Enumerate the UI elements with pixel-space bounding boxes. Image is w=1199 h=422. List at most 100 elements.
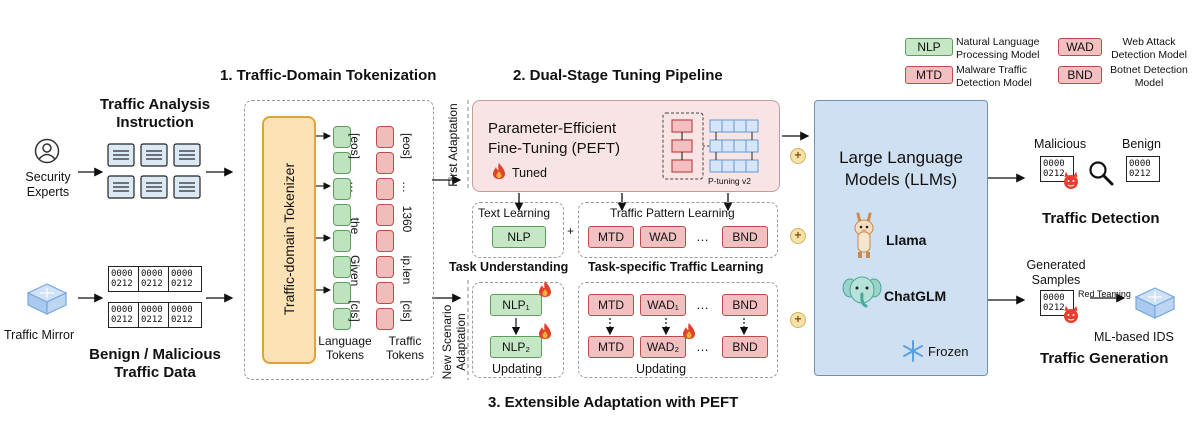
updating-right-label: Updating bbox=[636, 362, 687, 376]
lang-token-text-the: the bbox=[348, 217, 362, 235]
tuned-label: Tuned bbox=[512, 166, 547, 180]
traffic-mirror-label: Traffic Mirror bbox=[4, 328, 75, 342]
text-learning-label: Text Learning bbox=[478, 206, 551, 220]
lang-token bbox=[333, 152, 351, 174]
updating-left-label: Updating bbox=[492, 362, 543, 376]
traffic-pattern-frame bbox=[578, 202, 778, 258]
lang-token-text-given: Given bbox=[348, 255, 362, 287]
text-learning-frame bbox=[472, 202, 564, 258]
traffic-token bbox=[376, 230, 394, 252]
pattern-bnd-box: BND bbox=[722, 226, 768, 248]
traffic-token-text-ellipsis: … bbox=[400, 181, 414, 193]
chatglm-label: ChatGLM bbox=[884, 288, 947, 304]
traffic-token bbox=[376, 152, 394, 174]
lang-token-text-eos: [eos] bbox=[348, 132, 362, 159]
traffic-token bbox=[376, 308, 394, 330]
malicious-label: Malicious bbox=[1034, 137, 1087, 151]
new-scenario-label: New Scenario Adaptation bbox=[440, 304, 468, 380]
benign-label: Benign bbox=[1122, 137, 1161, 151]
task-specific-label: Task-specific Traffic Learning bbox=[588, 260, 764, 274]
ptuning-label: P-tuning v2 bbox=[708, 176, 751, 186]
llm-block bbox=[814, 100, 988, 376]
plus-icon: + bbox=[790, 228, 806, 244]
legend-bnd-desc: Botnet Detection Model bbox=[1110, 64, 1188, 89]
fire-icon bbox=[538, 280, 552, 298]
peft-title-line2: Fine-Tuning (PEFT) bbox=[488, 140, 620, 157]
adaptation-left-frame bbox=[472, 282, 564, 378]
chatglm-icon bbox=[842, 272, 882, 310]
first-adaptation-label: First Adaptation bbox=[446, 103, 460, 187]
lang-token bbox=[333, 204, 351, 226]
language-tokens-caption: Language Tokens bbox=[318, 334, 372, 362]
traffic-token-text-eos: [eos] bbox=[400, 132, 414, 159]
lang-token bbox=[333, 256, 351, 278]
pattern-wad-box: WAD bbox=[640, 226, 686, 248]
ptuning-diagram bbox=[662, 112, 772, 186]
adapt-top-bnd: BND bbox=[722, 294, 768, 316]
pattern-mtd-box: MTD bbox=[588, 226, 634, 248]
legend-mtd-desc: Malware Traffic Detection Model bbox=[956, 64, 1032, 89]
ids-icon bbox=[1134, 286, 1176, 320]
instruction-docs bbox=[106, 142, 202, 202]
tokenizer-label: Traffic-domain Tokenizer bbox=[281, 162, 297, 316]
lang-token bbox=[333, 230, 351, 252]
adapt-top-wad1: WAD₁ bbox=[640, 294, 686, 316]
traffic-pattern-label: Traffic Pattern Learning bbox=[610, 206, 735, 220]
devil-icon bbox=[1062, 171, 1080, 190]
plus-icon: + bbox=[790, 312, 806, 328]
plus-icon: + bbox=[790, 148, 806, 164]
traffic-mirror-icon bbox=[26, 282, 68, 316]
adaptation-arrows bbox=[511, 318, 749, 336]
security-expert-icon bbox=[34, 138, 60, 164]
instruction-title: Traffic Analysis Instruction bbox=[99, 96, 211, 131]
traffic-data-title: Benign / Malicious Traffic Data bbox=[89, 346, 221, 381]
legend-wad-box: WAD bbox=[1058, 38, 1102, 56]
fire-icon bbox=[538, 322, 552, 340]
traffic-token bbox=[376, 178, 394, 200]
lang-token bbox=[333, 308, 351, 330]
legend-bnd-box: BND bbox=[1058, 66, 1102, 84]
tokenizer-block bbox=[262, 116, 316, 364]
devil-icon bbox=[1062, 305, 1080, 324]
tuning-title: 2. Dual-Stage Tuning Pipeline bbox=[513, 67, 723, 84]
llm-title-line1: Large Language bbox=[839, 148, 963, 167]
llm-title-line2: Models (LLMs) bbox=[844, 170, 958, 189]
adapt-bottom-mtd: MTD bbox=[588, 336, 634, 358]
text-learning-nlp-box: NLP bbox=[492, 226, 546, 248]
traffic-token bbox=[376, 204, 394, 226]
flow-arrows bbox=[78, 131, 1126, 305]
adaptation-right-frame bbox=[578, 282, 778, 378]
security-experts-label: Security Experts bbox=[25, 170, 71, 199]
traffic-generation-title: Traffic Generation bbox=[1040, 350, 1169, 367]
lang-token bbox=[333, 178, 351, 200]
llama-label: Llama bbox=[886, 232, 927, 248]
lang-token-text-cls: [cls] bbox=[348, 300, 362, 322]
adapt-bottom-wad2: WAD₂ bbox=[640, 336, 686, 358]
legend-mtd-box: MTD bbox=[905, 66, 953, 84]
tokenization-title: 1. Traffic-Domain Tokenization bbox=[220, 67, 437, 84]
legend-wad-desc: Web Attack Detection Model bbox=[1111, 36, 1187, 61]
traffic-token-text-1360: 1360 bbox=[400, 205, 414, 233]
token-connectors bbox=[315, 132, 332, 294]
pattern-ellipsis: … bbox=[696, 229, 709, 244]
task-understanding-label: Task Understanding bbox=[449, 260, 569, 274]
traffic-token bbox=[376, 256, 394, 278]
adapt-top-mtd: MTD bbox=[588, 294, 634, 316]
adapt-bottom-bnd: BND bbox=[722, 336, 768, 358]
tokenization-frame bbox=[244, 100, 434, 380]
lang-token-text-ellipsis: … bbox=[348, 181, 362, 193]
magnifier-icon bbox=[1088, 160, 1114, 186]
adapt-top-ellipsis: … bbox=[696, 297, 709, 312]
adaptation-title: 3. Extensible Adaptation with PEFT bbox=[488, 394, 739, 411]
adapt-nlp1-box: NLP₁ bbox=[490, 294, 542, 316]
